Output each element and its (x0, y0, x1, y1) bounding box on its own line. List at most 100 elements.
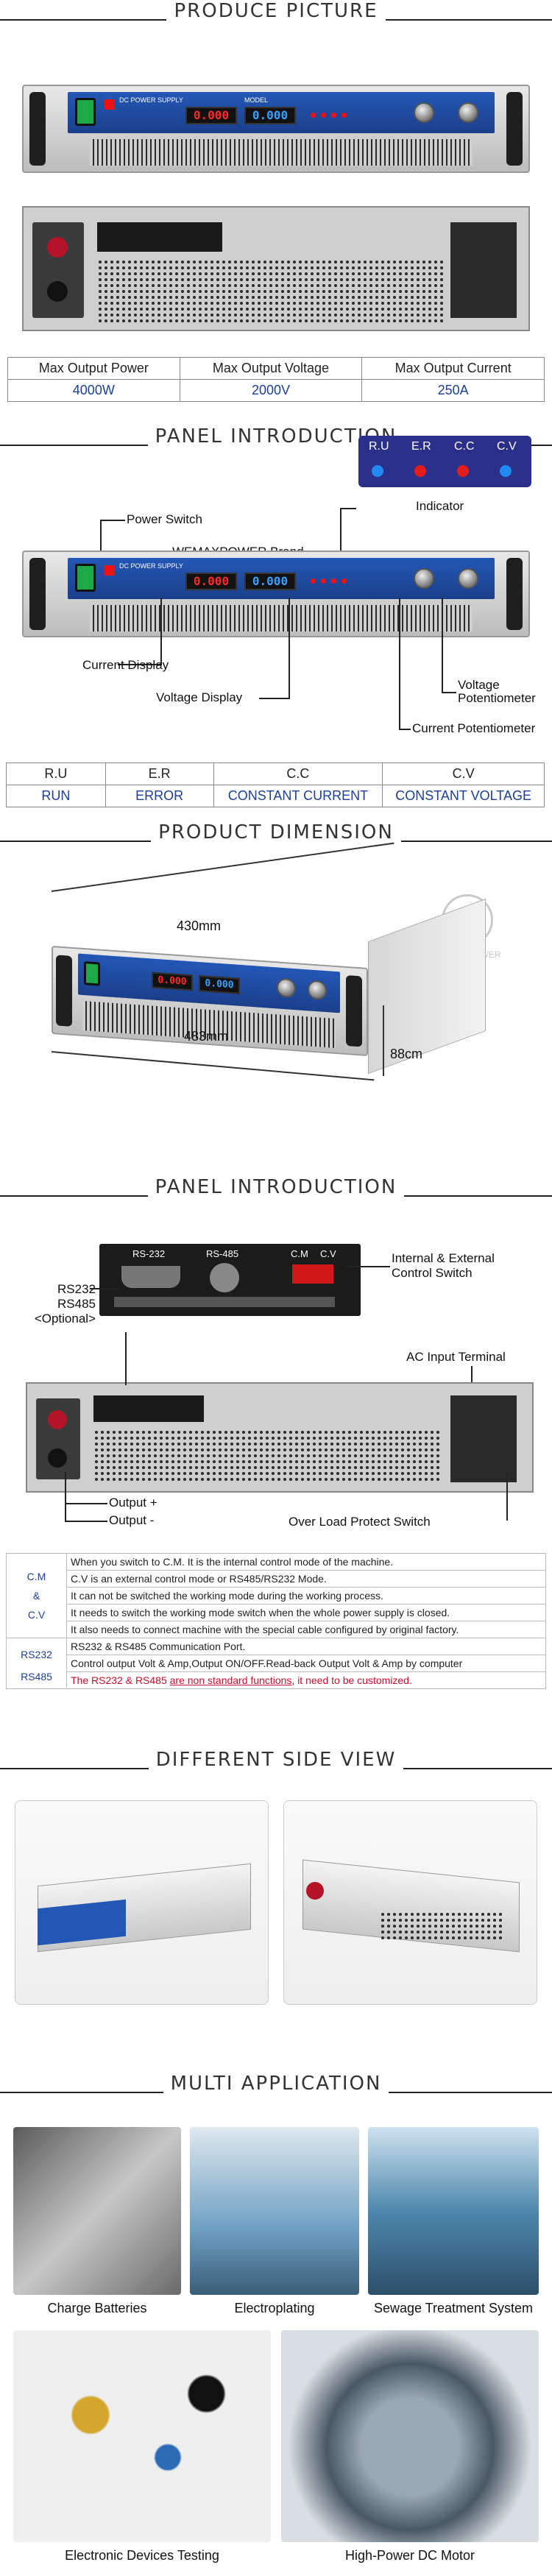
ac-terminal-block (450, 222, 517, 318)
ind-value-cc: CONSTANT CURRENT (213, 785, 383, 807)
ac-terminal-block-2 (450, 1395, 517, 1482)
control-plate (97, 222, 222, 252)
current-pot-callout: Current Potentiometer (412, 721, 536, 735)
output-plus-terminal-2 (48, 1410, 67, 1429)
rs-callout: RS232 RS485 <Optional> (34, 1282, 96, 1326)
blue-face-2: DC POWER SUPPLY 0.000 0.000 (68, 558, 495, 599)
front-title-2: DC POWER SUPPLY (119, 562, 183, 570)
modes-cm-line-5: It also needs to connect machine with th… (66, 1621, 546, 1638)
modes-note: The RS232 & RS485 are non standard funct… (66, 1671, 546, 1689)
voltage-pot-line-h (442, 692, 456, 693)
spec-table: Max Output Power Max Output Voltage Max … (7, 357, 545, 402)
current-lcd: 0.000 (185, 107, 237, 124)
front-vent (90, 139, 473, 166)
app-label-motor: High-Power DC Motor (344, 2548, 475, 2563)
dim-voltage-lcd: 0.000 (199, 974, 240, 994)
height-arrow (383, 1005, 384, 1076)
voltage-pot-callout: Voltage Potentiometer (458, 678, 536, 705)
ind-led-ru (372, 465, 383, 477)
spec-value-voltage: 2000V (179, 379, 363, 402)
overload-line (506, 1472, 508, 1521)
spec-value-power: 4000W (7, 379, 180, 402)
led-cc (331, 113, 336, 118)
modes-note-link: are non standard functions (169, 1674, 292, 1686)
app-img-batteries (13, 2127, 181, 2295)
front-title: DC POWER SUPPLY (119, 96, 183, 104)
app-label-sewage: Sewage Treatment System (373, 2301, 534, 2315)
blue-face: DC POWER SUPPLY MODEL 0.000 0.000 (68, 92, 495, 133)
app-img-sewage (368, 2127, 539, 2295)
current-display-line (160, 598, 162, 664)
modes-cm-cell: C.M & C.V (6, 1553, 67, 1638)
section-multi-title: MULTI APPLICATION (163, 2073, 389, 2095)
right-handle (506, 92, 523, 166)
plate-fine-print (114, 1297, 335, 1307)
mode-switch (292, 1264, 333, 1284)
power-switch-callout: Power Switch (127, 512, 202, 526)
power-switch (75, 98, 96, 126)
section-side-title: DIFFERENT SIDE VIEW (148, 1749, 404, 1771)
ind-label-cc: C.C (454, 440, 475, 453)
modes-cm-line-1: When you switch to C.M. It is the intern… (66, 1553, 546, 1571)
ac-input-callout: AC Input Terminal (406, 1350, 506, 1364)
ind-led-cv (500, 465, 512, 477)
voltage-lcd-2: 0.000 (244, 573, 296, 590)
modes-cm-line-3: It can not be switched the working mode … (66, 1587, 546, 1604)
output-terminals (32, 222, 84, 318)
plate-to-back-line (125, 1332, 127, 1385)
modes-rs-cell: RS232 RS485 (6, 1638, 67, 1689)
dim-right-handle (346, 974, 362, 1047)
section-produce-title: PRODUCE PICTURE (166, 0, 386, 22)
cm-plate-label: C.M (291, 1248, 308, 1259)
led-er-2 (321, 578, 326, 584)
side-view-back (283, 1800, 537, 2005)
dim-device-side (368, 898, 486, 1075)
current-lcd-2: 0.000 (185, 573, 237, 590)
section-produce: PRODUCE PICTURE (0, 0, 552, 22)
rs-callout-line (90, 1288, 119, 1289)
ind-led-cc (457, 465, 469, 477)
app-img-electronics (13, 2330, 271, 2542)
output-minus-terminal-2 (48, 1448, 67, 1468)
dim-left-handle (56, 955, 72, 1027)
power-switch-2 (75, 564, 96, 592)
modes-and-key: & (32, 1590, 40, 1602)
output-plus-callout: Output + (109, 1496, 158, 1510)
indicator-box: R.U E.R C.C C.V (358, 436, 531, 487)
voltage-lcd: 0.000 (244, 107, 296, 124)
control-plate-closeup: RS-232 RS-485 C.M C.V (99, 1244, 361, 1316)
modes-note-post: , it need to be customized. (291, 1674, 412, 1686)
width-label: 483mm (184, 1029, 229, 1044)
ind-value-ru: RUN (6, 785, 106, 807)
ind-label-cv: C.V (497, 440, 517, 453)
output-minus-terminal (47, 281, 68, 302)
section-panel2: PANEL INTRODUCTION (0, 1176, 552, 1198)
side-view-front (15, 1800, 269, 2005)
indicator-table: R.U E.R C.C C.V RUN ERROR CONSTANT CURRE… (6, 762, 545, 807)
led-er (321, 113, 326, 118)
modes-cm-line-2: C.V is an external control mode or RS485… (66, 1570, 546, 1588)
output-terminals-2 (36, 1398, 80, 1479)
current-display-callout: Current Display (82, 658, 169, 672)
right-handle-2 (506, 558, 523, 630)
dim-current-knob (277, 977, 296, 999)
section-multi: MULTI APPLICATION (0, 2073, 552, 2095)
led-cc-2 (331, 578, 336, 584)
left-handle (29, 92, 46, 166)
brand-logo-icon-2 (105, 565, 115, 576)
dim-current-lcd: 0.000 (152, 972, 193, 991)
section-side: DIFFERENT SIDE VIEW (0, 1749, 552, 1771)
ind-value-cv: CONSTANT VOLTAGE (382, 785, 545, 807)
ind-header-er: E.R (105, 762, 214, 785)
width-arrow (51, 1051, 375, 1081)
ind-header-ru: R.U (6, 762, 106, 785)
left-handle-2 (29, 558, 46, 630)
current-knob (414, 102, 434, 123)
depth-label: 430mm (177, 919, 222, 933)
front-panel-photo: DC POWER SUPPLY MODEL 0.000 0.000 (22, 85, 530, 173)
section-panel2-title: PANEL INTRODUCTION (147, 1176, 405, 1198)
modes-cm-line-4: It needs to switch the working mode swit… (66, 1604, 546, 1621)
ind-label-ru: R.U (369, 440, 389, 453)
indicator-line-v (340, 508, 342, 590)
led-cv (342, 113, 347, 118)
